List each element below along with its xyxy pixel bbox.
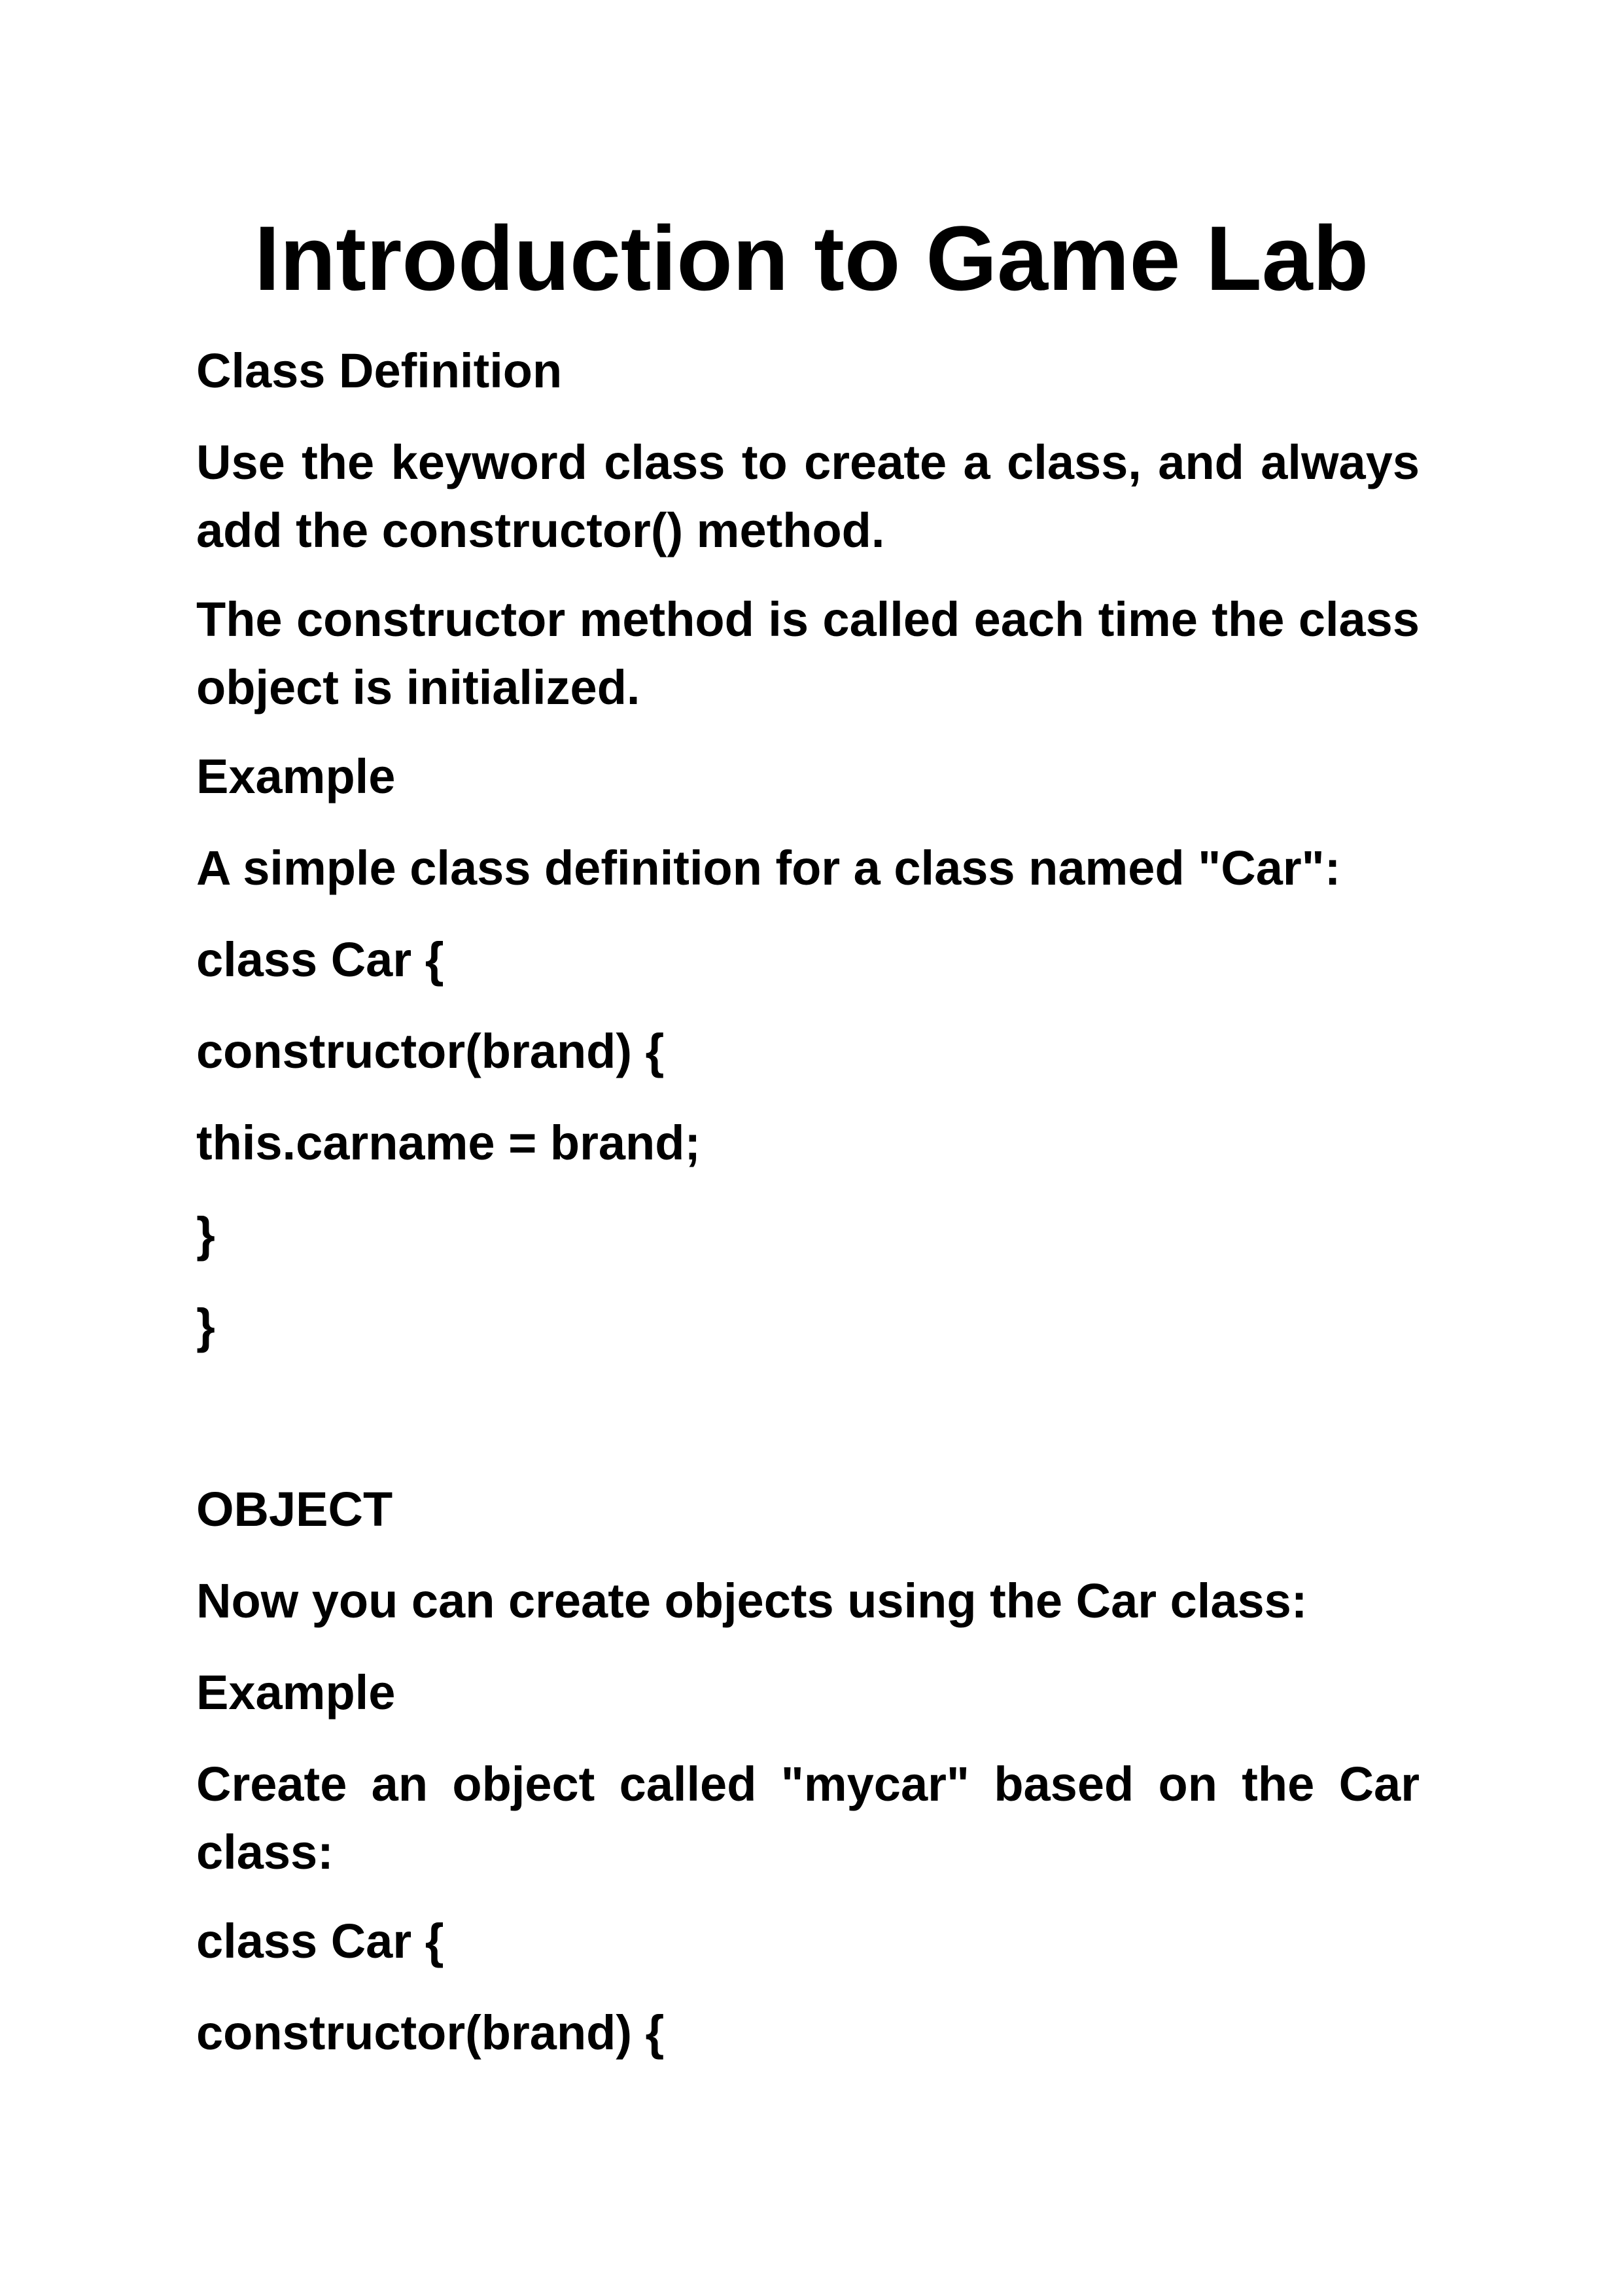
section-heading-class-definition: Class Definition [196,344,563,398]
paragraph-class-keyword: Use the keyword class to create a class,… [196,435,1420,557]
code-line: this.carname = brand; [196,1116,701,1170]
code-line: class Car { [196,1914,444,1968]
code-line: } [196,1207,215,1262]
example-label: Example [196,1665,396,1720]
example-label: Example [196,749,396,804]
code-line: class Car { [196,932,444,987]
example-intro: A simple class definition for a class na… [196,841,1341,895]
paragraph-constructor-description: The constructor method is called each ti… [196,592,1420,715]
code-line: } [196,1299,215,1353]
example-intro: Create an object called "mycar" based on… [196,1757,1420,1879]
page-title: Introduction to Game Lab [254,207,1369,309]
object-intro: Now you can create objects using the Car… [196,1574,1308,1628]
code-line: constructor(brand) { [196,2005,665,2060]
code-line: constructor(brand) { [196,1024,665,1078]
section-heading-object: OBJECT [196,1482,393,1536]
